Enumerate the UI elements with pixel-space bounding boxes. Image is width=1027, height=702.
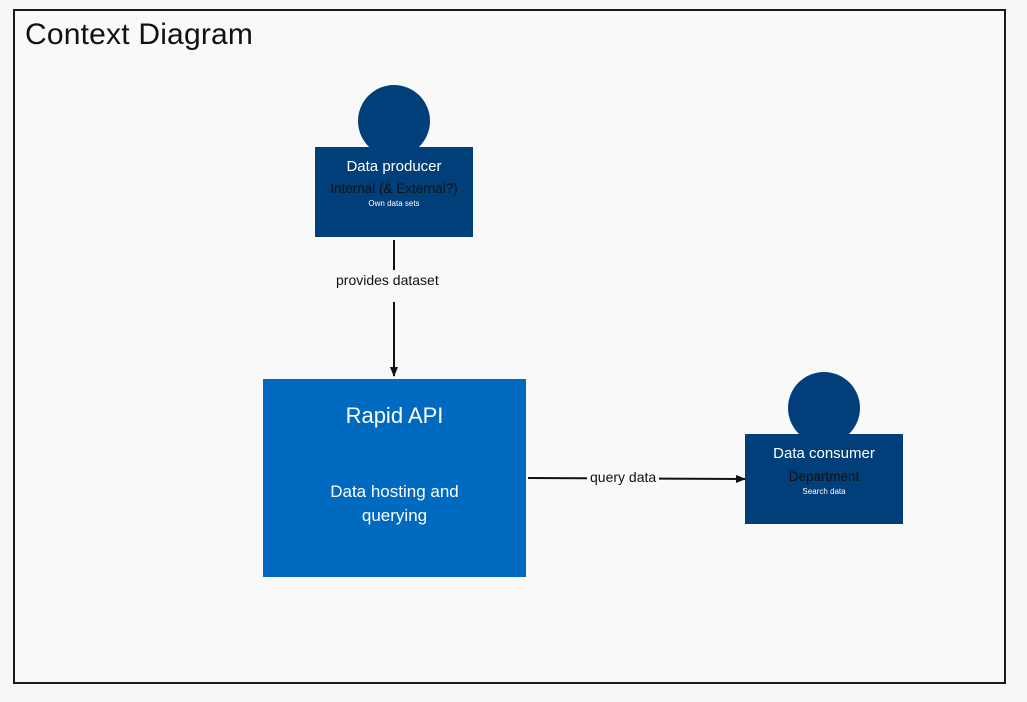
producer-person-icon [358,85,430,157]
diagram-title: Context Diagram [25,18,254,51]
producer-node[interactable]: Data producer Internal (& External?) Own… [315,147,473,237]
system-description: Data hosting and querying [330,482,459,525]
producer-type: Internal (& External?) [330,181,458,196]
consumer-description: Search data [802,487,846,496]
producer-name: Data producer [346,158,442,175]
consumer-type: Department [788,469,860,484]
producer-description: Own data sets [368,199,420,208]
consumer-person-icon [788,372,860,444]
edge-label-query-data: query data [587,469,660,485]
consumer-node[interactable]: Data consumer Department Search data [745,434,903,524]
edge-label-provides-dataset: provides dataset [333,270,442,302]
system-name: Rapid API [345,403,444,428]
consumer-name: Data consumer [773,445,875,462]
system-node[interactable]: Rapid API Data hosting and querying [263,379,526,577]
